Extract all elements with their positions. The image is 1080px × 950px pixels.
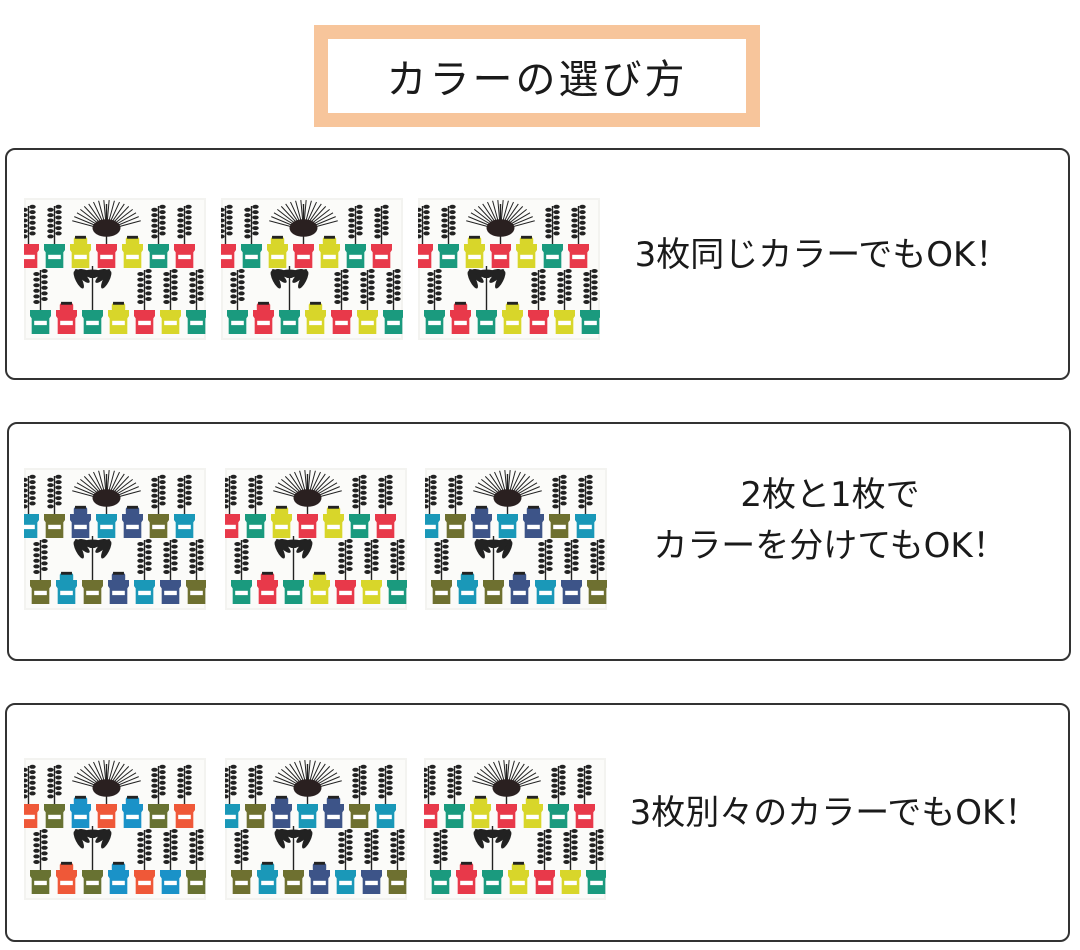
fabric-panel [225, 758, 407, 900]
fabric-panel [425, 468, 607, 610]
page-title: カラーの選び方 [386, 57, 688, 103]
fabric-panel [24, 758, 206, 900]
caption-line: 3枚同じカラーでもOK！ [634, 235, 1010, 275]
section-caption-2: 2枚と1枚で カラーを分けてもOK！ [625, 470, 1035, 572]
fabric-panel [24, 198, 206, 340]
fabric-panel [424, 758, 606, 900]
caption-line: 2枚と1枚で [740, 475, 920, 515]
caption-line: カラーを分けてもOK！ [653, 526, 1007, 566]
fabric-panel [221, 198, 403, 340]
section-caption-3: 3枚別々のカラーでもOK！ [606, 788, 1062, 839]
fabric-panel [418, 198, 600, 340]
section-caption-1: 3枚同じカラーでもOK！ [612, 230, 1032, 281]
caption-line: 3枚別々のカラーでもOK！ [629, 793, 1039, 833]
fabric-panel [225, 468, 407, 610]
fabric-panel [24, 468, 206, 610]
title-frame: カラーの選び方 [314, 25, 760, 127]
